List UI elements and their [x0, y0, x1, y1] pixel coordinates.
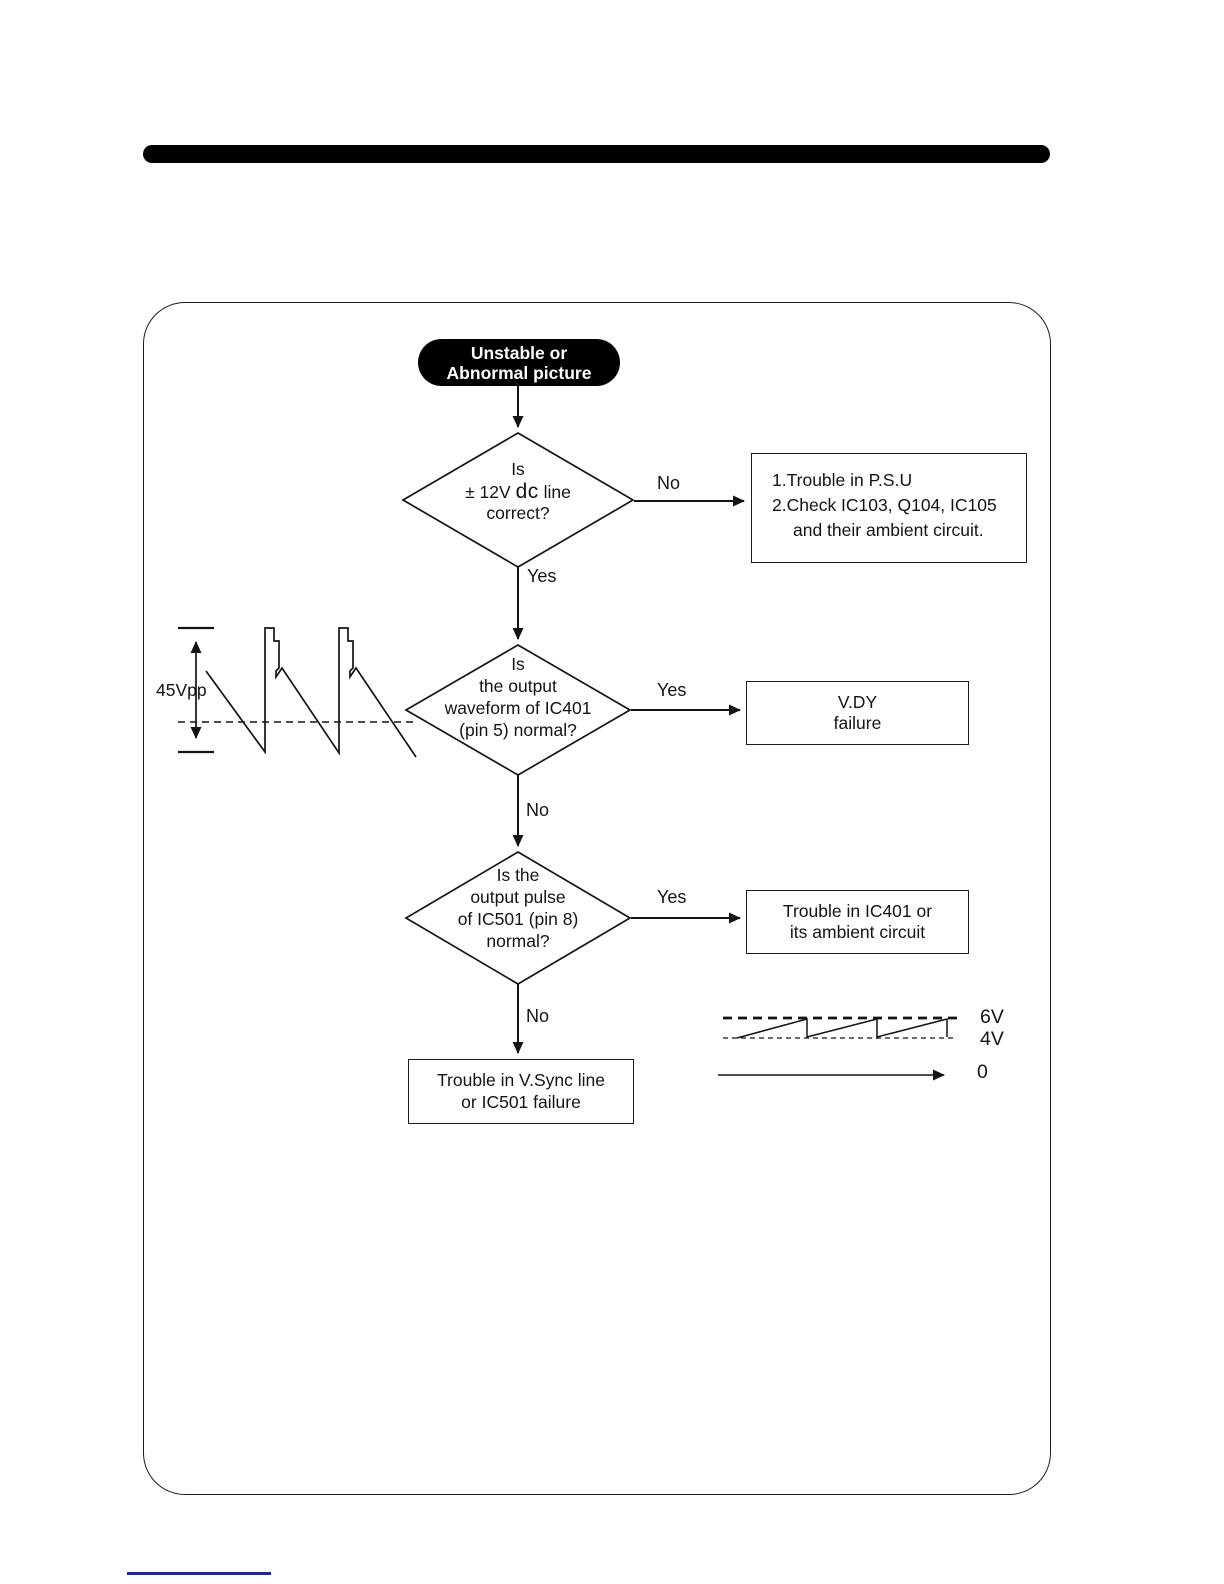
connector-arrows — [512, 386, 745, 1054]
decision3-no-label: No — [526, 1006, 550, 1026]
footer-link-underline[interactable] — [127, 1572, 271, 1575]
decision3-line2: output pulse — [470, 887, 566, 907]
decision3-yes-label: Yes — [657, 887, 687, 907]
decision1-line3: correct? — [486, 503, 550, 523]
rising-sawtooth-wave — [736, 1018, 948, 1039]
decision1-line1: Is — [511, 459, 525, 479]
decision3-diamond — [404, 851, 632, 985]
result4-line2: or IC501 failure — [461, 1091, 581, 1112]
result2-line1: V.DY — [837, 691, 878, 712]
waveform-4v-label: 4V — [980, 1028, 1004, 1050]
decision3-line1: Is the — [496, 865, 540, 885]
decision2-line3: waveform of IC401 — [444, 698, 592, 718]
decision1-line2-dc: dc — [515, 479, 539, 503]
decision3-text: Is the output pulse of IC501 (pin 8) nor… — [406, 864, 630, 952]
decision2-yes-label: Yes — [657, 680, 687, 700]
waveform-amplitude-label: 45Vpp — [156, 680, 207, 700]
decision1-text: Is ± 12V dc line correct? — [403, 459, 633, 525]
decision1-line2: ± 12V dc line — [403, 479, 633, 504]
result-box-psu-trouble: 1.Trouble in P.S.U 2.Check IC103, Q104, … — [751, 453, 1027, 563]
result3-line1: Trouble in IC401 or — [782, 900, 933, 921]
decision2-text: Is the output waveform of IC401 (pin 5) … — [406, 653, 630, 741]
result1-line1: 1.Trouble in P.S.U — [772, 470, 913, 490]
waveform-zero-label: 0 — [977, 1061, 988, 1083]
start-node-label-line1: Unstable or — [470, 342, 568, 363]
section-header-bar — [143, 145, 1050, 163]
start-node-label-line2: Abnormal picture — [446, 362, 592, 383]
decision1-line2-suffix: line — [543, 481, 571, 502]
waveform-left — [178, 626, 417, 758]
decision2-no-label: No — [526, 800, 550, 820]
result4-line1: Trouble in V.Sync line — [437, 1070, 605, 1090]
sawtooth-wave — [205, 627, 417, 758]
result2-line2: failure — [833, 713, 882, 733]
result1-line2: 2.Check IC103, Q104, IC105 — [772, 495, 997, 515]
result3-line2: its ambient circuit — [789, 922, 926, 942]
result1-line3: and their ambient circuit. — [793, 520, 984, 540]
start-node: Unstable or Abnormal picture — [418, 339, 620, 386]
decision1-yes-label: Yes — [527, 566, 557, 586]
decision2-diamond — [404, 644, 632, 776]
decision3-line3: of IC501 (pin 8) — [457, 909, 579, 929]
waveform-6v-label: 6V — [980, 1006, 1004, 1028]
result-box-vdy-failure: V.DY failure — [746, 681, 969, 745]
decision2-line4: (pin 5) normal? — [459, 720, 577, 740]
decision2-line2: the output — [479, 676, 557, 696]
decision2-line1: Is — [511, 654, 525, 674]
decision1-line2-prefix: ± 12V — [465, 481, 511, 502]
decision3-line4: normal? — [486, 931, 550, 951]
decision1-no-label: No — [657, 473, 681, 493]
result-box-ic401-trouble: Trouble in IC401 or its ambient circuit — [746, 890, 969, 954]
waveform-right — [718, 1016, 957, 1081]
result-box-vsync-trouble: Trouble in V.Sync line or IC501 failure — [408, 1059, 634, 1124]
decision-diamonds — [401, 432, 635, 985]
decision1-diamond — [401, 432, 635, 568]
